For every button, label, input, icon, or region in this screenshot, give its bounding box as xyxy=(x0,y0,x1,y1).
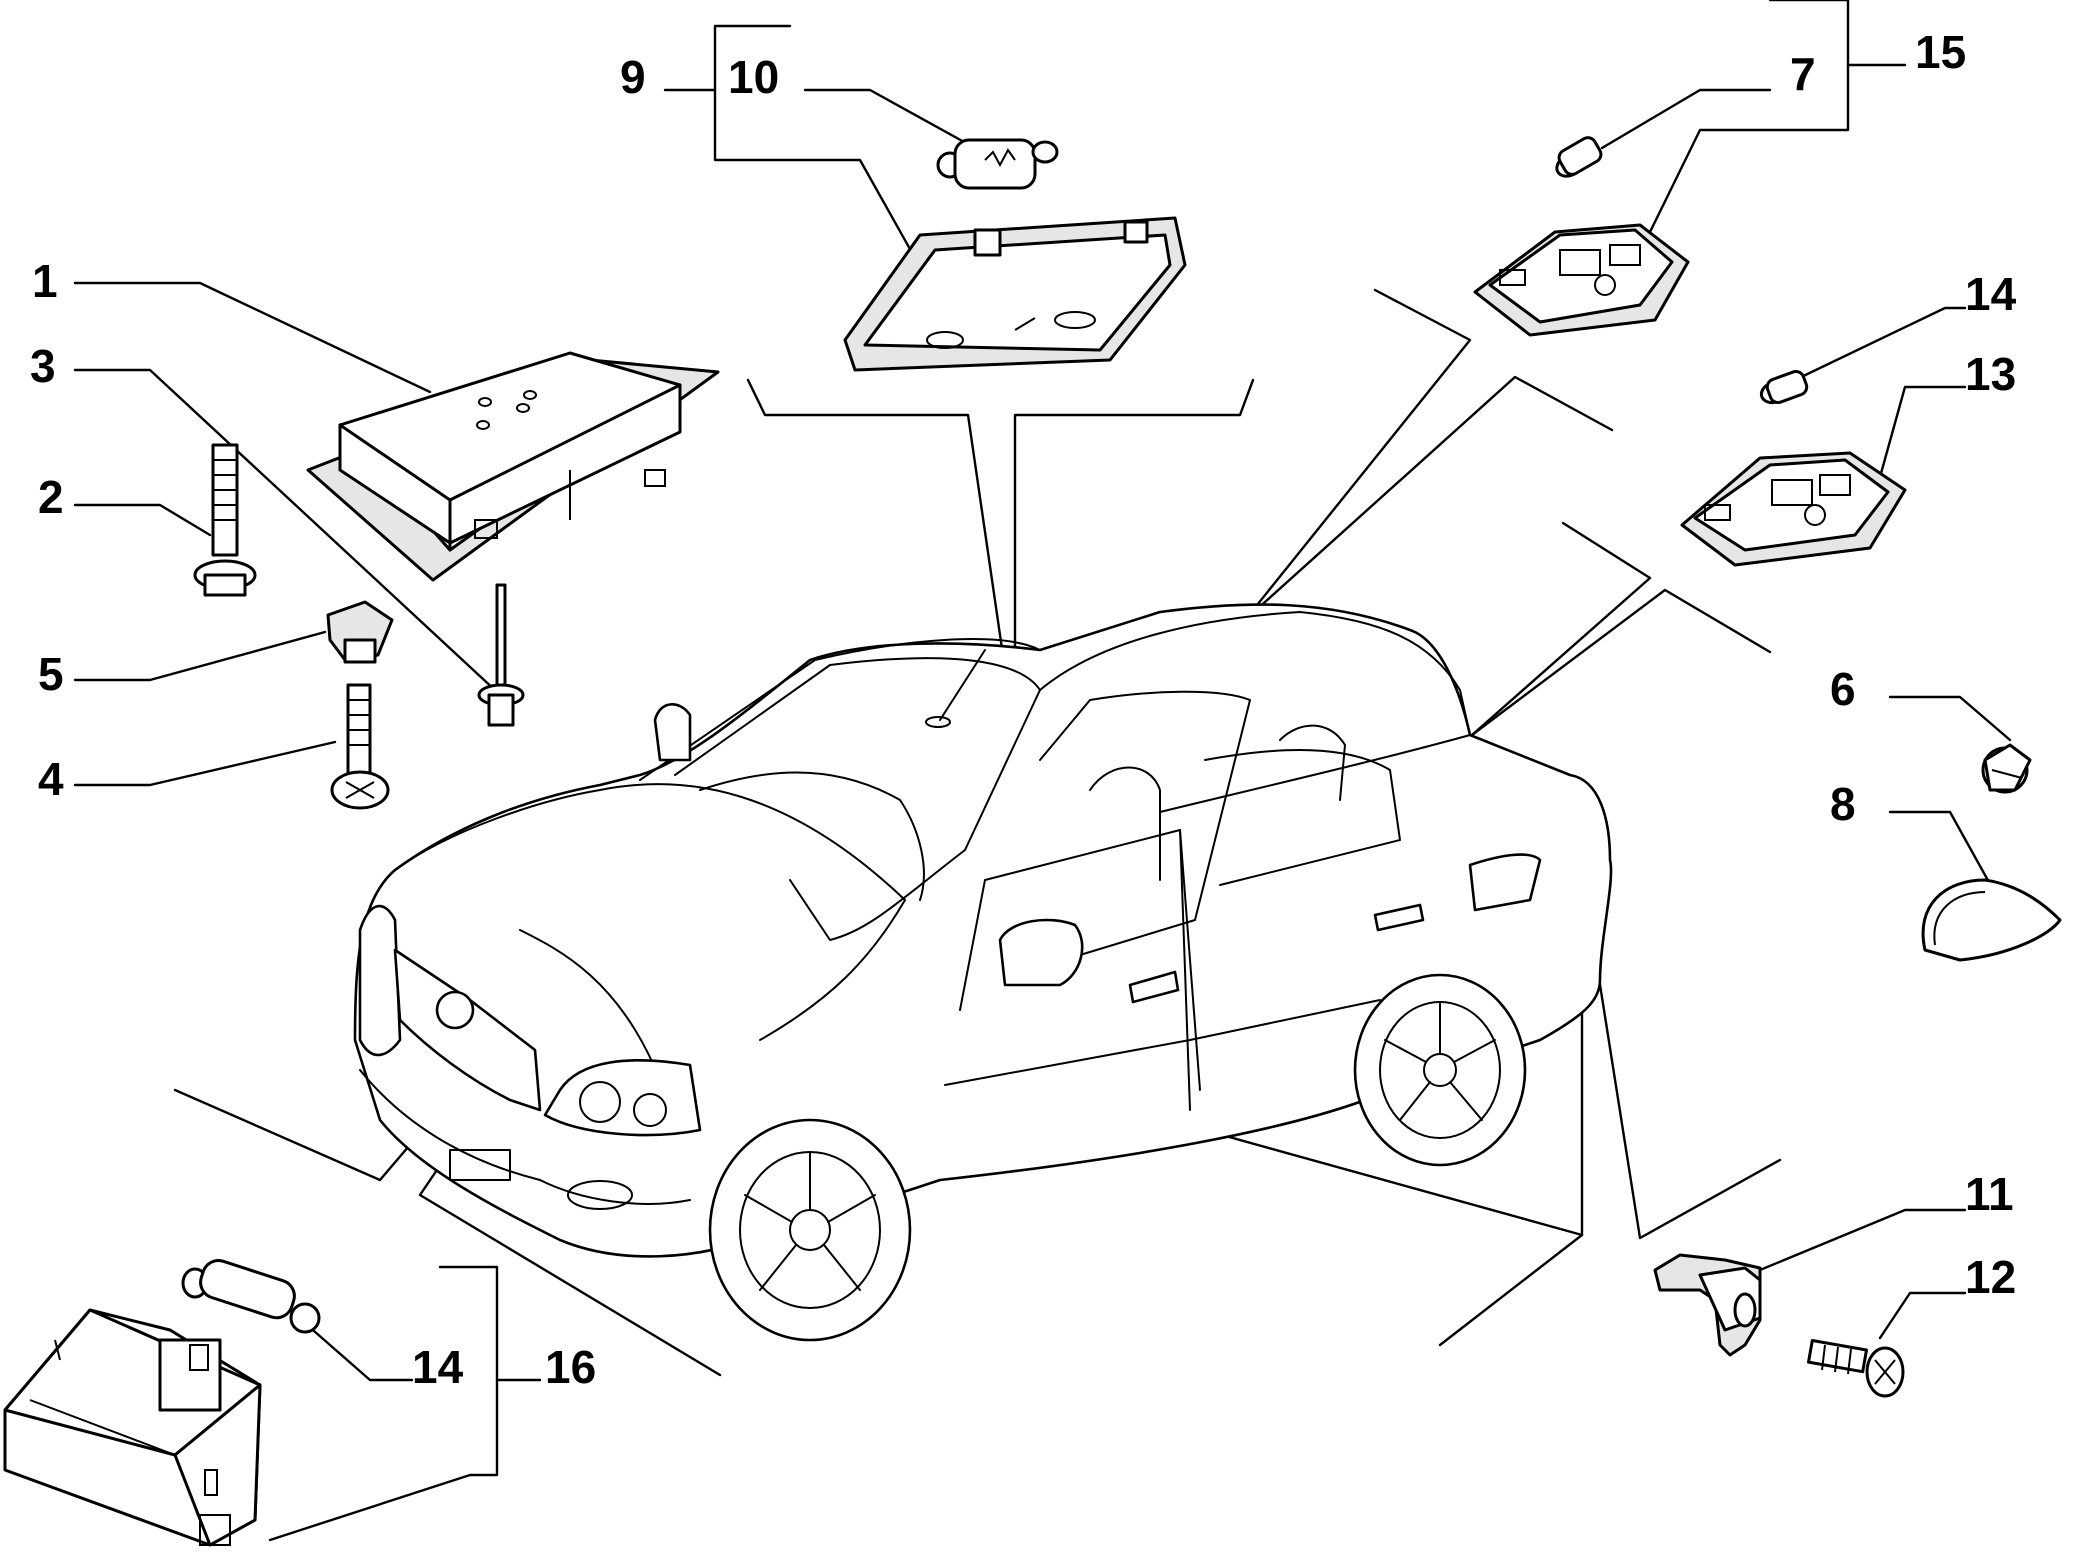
festoon-bulb xyxy=(1759,369,1809,405)
rear-courtesy-lamp xyxy=(1473,223,1690,337)
callout-9: 9 xyxy=(620,51,646,103)
callout-6: 6 xyxy=(1830,663,1856,715)
control-module xyxy=(306,351,720,582)
glovebox-lamp xyxy=(3,1308,262,1547)
callout-labels: 1 2 3 4 5 6 7 8 9 10 11 12 13 14 14 15 1… xyxy=(30,26,2017,1393)
callout-14-bottom: 14 xyxy=(412,1341,464,1393)
switch-screw xyxy=(1807,1338,1905,1398)
callout-8: 8 xyxy=(1830,778,1856,830)
front-roof-lamp xyxy=(843,216,1187,372)
callout-3: 3 xyxy=(30,340,56,392)
lamp-cover xyxy=(1921,878,2062,962)
callout-1: 1 xyxy=(32,255,58,307)
lamp-bulb xyxy=(936,138,1059,190)
door-switch xyxy=(1653,1253,1762,1357)
lamp-housing xyxy=(1680,451,1907,567)
bolt xyxy=(193,443,257,597)
retainer xyxy=(1981,743,2032,794)
rivet xyxy=(477,583,525,727)
clip xyxy=(326,600,394,664)
callout-16: 16 xyxy=(545,1341,596,1393)
callout-7: 7 xyxy=(1790,48,1816,100)
callout-15: 15 xyxy=(1915,26,1966,78)
callout-11: 11 xyxy=(1965,1168,2014,1220)
bulb xyxy=(1555,136,1603,178)
callout-12: 12 xyxy=(1965,1251,2016,1303)
festoon-bulb xyxy=(181,1259,321,1334)
callout-14-top: 14 xyxy=(1965,268,2017,320)
callout-13: 13 xyxy=(1965,348,2016,400)
callout-5: 5 xyxy=(38,648,64,700)
callout-2: 2 xyxy=(38,471,64,523)
callout-10: 10 xyxy=(728,51,779,103)
callout-4: 4 xyxy=(38,753,64,805)
screw xyxy=(330,683,390,810)
car-illustration xyxy=(353,603,1613,1342)
